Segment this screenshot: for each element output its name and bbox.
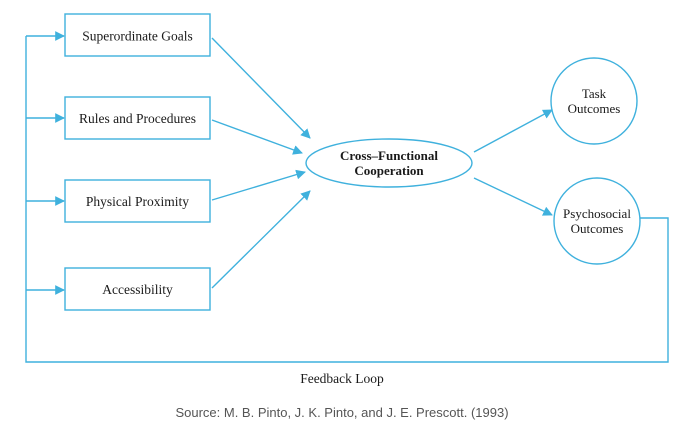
task-outcomes-line1: Task	[582, 86, 607, 101]
label-physical-proximity: Physical Proximity	[86, 194, 189, 209]
task-outcomes-circle	[550, 57, 638, 145]
label-accessibility: Accessibility	[102, 282, 173, 297]
arrow-center-to-psychosocial	[473, 177, 553, 216]
psychosocial-outcomes-line2: Outcomes	[571, 221, 624, 236]
label-rules-and-procedures: Rules and Procedures	[79, 111, 196, 126]
arrow-proximity-to-center	[211, 169, 306, 201]
arrow-rules-to-center	[211, 119, 303, 155]
input-box-accessibility	[64, 267, 211, 311]
arrow-center-to-task	[473, 109, 553, 153]
arrow-accessibility-to-center	[211, 190, 311, 289]
label-superordinate-goals: Superordinate Goals	[82, 29, 193, 44]
input-box-physical-proximity	[64, 179, 211, 223]
input-box-rules-and-procedures	[64, 96, 211, 140]
psychosocial-outcomes-circle	[553, 177, 641, 265]
arrow-goals-to-center	[211, 37, 311, 139]
feedback-loop-label: Feedback Loop	[300, 371, 384, 386]
task-outcomes-line2: Outcomes	[568, 101, 621, 116]
psychosocial-outcomes-line1: Psychosocial	[563, 206, 631, 221]
feedback-loop-line	[25, 36, 669, 363]
center-ellipse	[305, 138, 473, 188]
center-label-line1: Cross–Functional	[340, 148, 438, 163]
center-label-line2: Cooperation	[354, 163, 424, 178]
source-citation: Source: M. B. Pinto, J. K. Pinto, and J.…	[175, 405, 509, 420]
input-box-superordinate-goals	[64, 13, 211, 57]
